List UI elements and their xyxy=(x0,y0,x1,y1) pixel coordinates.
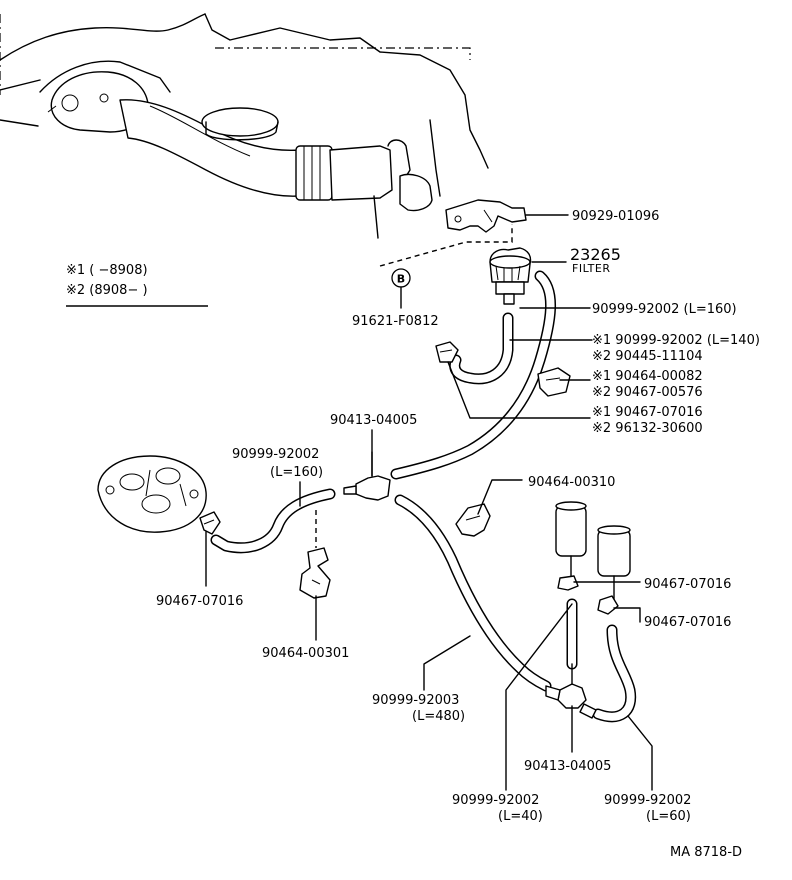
leader-lines xyxy=(205,307,653,791)
label-clamp-right-2: 90467-07016 xyxy=(644,615,731,630)
tee-fitting-lower xyxy=(545,663,597,719)
canister-right-illustration xyxy=(597,525,631,601)
label-hose-480-1: 90999-92003 xyxy=(372,693,459,708)
clamp-right-2-illustration xyxy=(597,595,619,615)
label-tee-lower: 90413-04005 xyxy=(524,759,611,774)
label-hose-60-1: 90999-92002 xyxy=(604,793,691,808)
label-hose-480-2: (L=480) xyxy=(412,709,465,724)
label-90464-00082: ※1 90464-00082 xyxy=(592,369,703,384)
label-hose-140: ※1 90999-92002 (L=140) xyxy=(592,333,760,348)
clamp-left-illustration xyxy=(199,511,221,535)
label-hose-left-2: (L=160) xyxy=(270,465,323,480)
legend-row-1: ※1 ( −8908) xyxy=(66,263,148,278)
clip-00310-illustration xyxy=(455,503,491,537)
label-tee-upper: 90413-04005 xyxy=(330,413,417,428)
carburetor-illustration xyxy=(97,455,207,533)
clip-00301-illustration xyxy=(299,510,331,599)
clip-00082-illustration xyxy=(537,367,571,397)
label-91621-F0812: 91621-F0812 xyxy=(352,314,439,329)
clamp-07016-30600-illustration xyxy=(435,341,459,363)
legend-row-2: ※2 (8908− ) xyxy=(66,283,148,298)
label-hose-160-top: 90999-92002 (L=160) xyxy=(592,302,737,317)
label-90467-07016-a: ※1 90467-07016 xyxy=(592,405,703,420)
svg-text:B: B xyxy=(397,273,405,286)
label-hose-40-1: 90999-92002 xyxy=(452,793,539,808)
label-clamp-right-1: 90467-07016 xyxy=(644,577,731,592)
label-filter: FILTER xyxy=(572,262,611,275)
engine-assembly-illustration xyxy=(0,13,489,239)
bracket-90929-01096-illustration xyxy=(445,199,527,233)
label-90464-00310: 90464-00310 xyxy=(528,475,615,490)
label-clamp-left: 90467-07016 xyxy=(156,594,243,609)
label-hose-left-1: 90999-92002 xyxy=(232,447,319,462)
diagram-code: MA 8718-D xyxy=(670,845,742,860)
part-labels: 90929-01096 23265 FILTER 91621-F0812 909… xyxy=(156,209,760,860)
bolt-marker-b: B xyxy=(391,268,411,288)
label-90464-00301: 90464-00301 xyxy=(262,646,349,661)
label-hose-40-2: (L=40) xyxy=(498,809,543,824)
label-90445-11104: ※2 90445-11104 xyxy=(592,349,703,364)
canister-left-illustration xyxy=(555,501,587,581)
label-90929-01096: 90929-01096 xyxy=(572,209,659,224)
clamp-right-1-illustration xyxy=(557,575,579,591)
label-96132-30600: ※2 96132-30600 xyxy=(592,421,703,436)
label-23265: 23265 xyxy=(570,245,621,264)
locator-dashed-line xyxy=(379,224,513,267)
tee-fitting-upper xyxy=(343,451,391,501)
legend: ※1 ( −8908) ※2 (8908− ) xyxy=(66,263,208,307)
label-hose-60-2: (L=60) xyxy=(646,809,691,824)
label-90467-00576: ※2 90467-00576 xyxy=(592,385,703,400)
filter-23265-illustration xyxy=(489,247,532,305)
